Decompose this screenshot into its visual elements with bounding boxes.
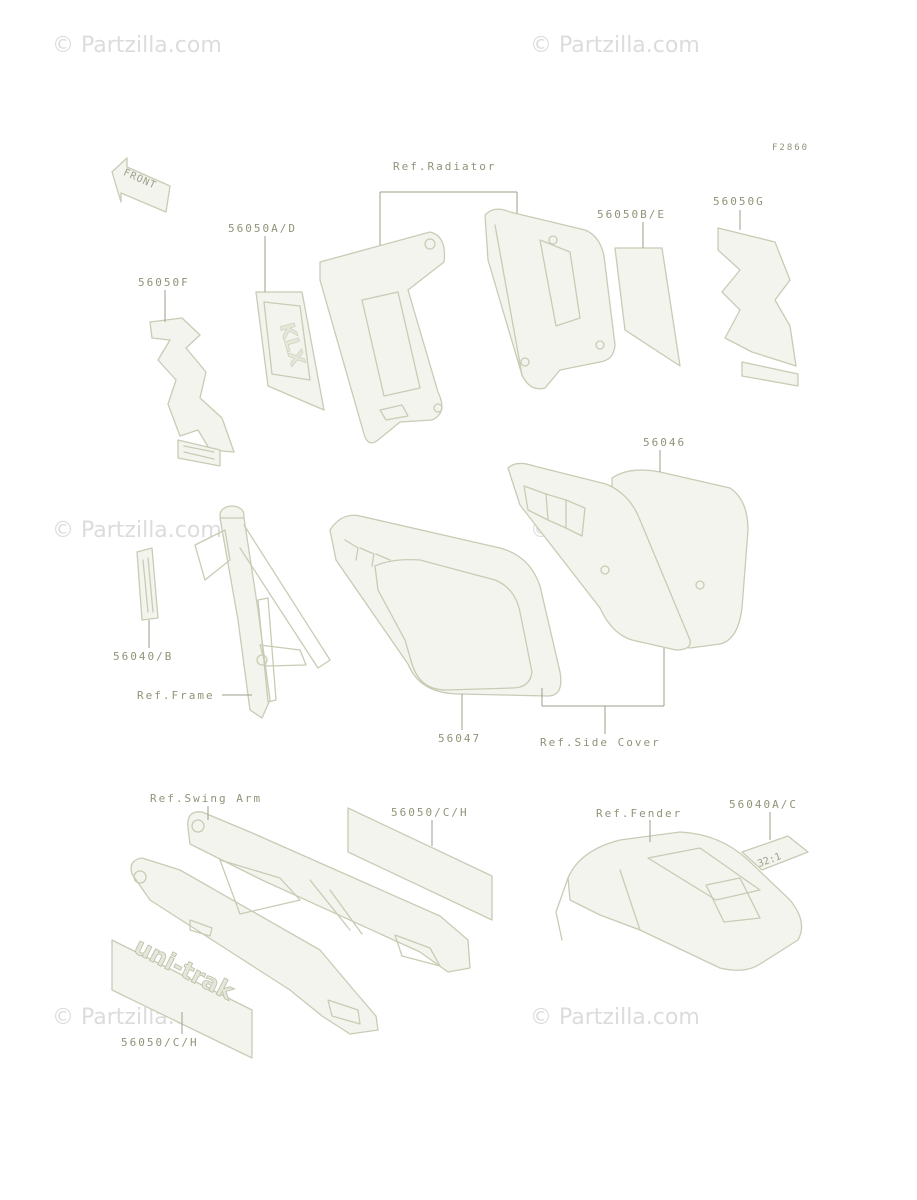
figure-code: F2860 (772, 143, 810, 153)
label-56050g: 56050G (713, 195, 765, 208)
frame (194, 505, 331, 719)
front-arrow-icon: FRONT (111, 157, 171, 213)
label-56050b-e: 56050B/E (597, 208, 666, 221)
rear-fender (555, 831, 803, 971)
side-cover-56047 (329, 514, 562, 697)
label-56047: 56047 (438, 732, 482, 745)
label-56040-b: 56040/B (113, 650, 174, 663)
label-56050a-d: 56050A/D (228, 222, 297, 235)
label-56046: 56046 (643, 436, 687, 449)
decal-56050f (149, 317, 235, 467)
decal-56050-c-h-top (347, 807, 493, 921)
left-radiator-shroud (319, 231, 446, 444)
watermark: © Partzilla.com (530, 1005, 700, 1030)
label-ref-frame: Ref.Frame (137, 689, 215, 702)
decal-56040-b (136, 547, 159, 621)
label-56040a-c: 56040A/C (729, 798, 798, 811)
label-56050-c-h-bottom: 56050/C/H (121, 1036, 199, 1049)
watermark: © Partzilla.com (530, 33, 700, 58)
label-56050-c-h-top: 56050/C/H (391, 806, 469, 819)
label-ref-fender: Ref.Fender (596, 807, 683, 820)
side-cover-56046 (507, 462, 749, 651)
label-ref-side-cover: Ref.Side Cover (540, 736, 661, 749)
decal-56050g (717, 227, 799, 387)
watermark: © Partzilla.com (52, 33, 222, 58)
decal-56050b-e (614, 247, 681, 367)
watermark: © Partzilla.com (52, 518, 222, 543)
right-radiator-shroud (484, 208, 616, 390)
label-ref-radiator: Ref.Radiator (393, 160, 497, 173)
decal-56050a-d: KLX (255, 291, 325, 411)
label-56050f: 56050F (138, 276, 190, 289)
swing-arm (130, 811, 471, 1035)
label-ref-swing-arm: Ref.Swing Arm (150, 792, 263, 805)
